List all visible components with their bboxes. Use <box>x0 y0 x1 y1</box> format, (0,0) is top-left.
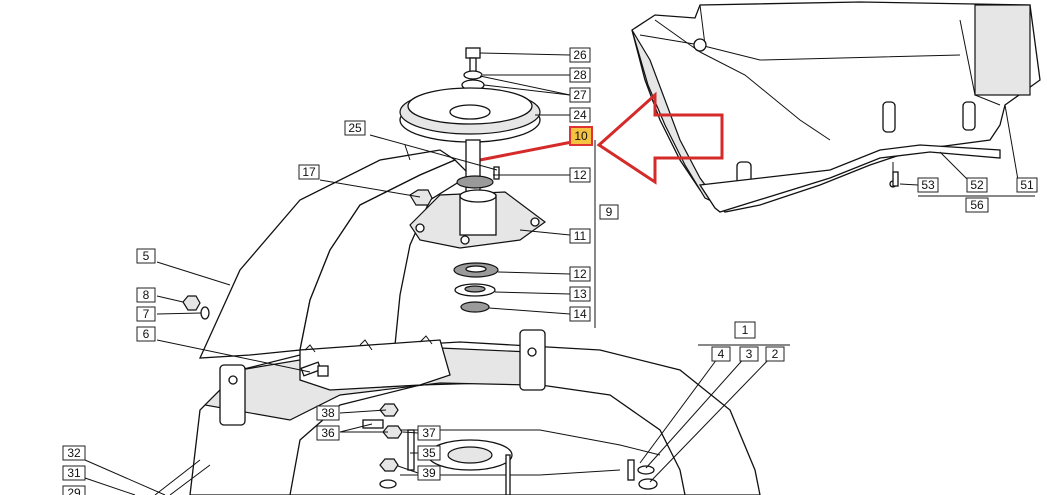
callout-label: 27 <box>573 88 587 102</box>
callout-label: 32 <box>67 446 81 460</box>
callout-5[interactable]: 5 <box>136 248 156 264</box>
callout-label: 24 <box>573 108 587 122</box>
callout-12-top[interactable]: 12 <box>569 167 591 183</box>
callout-label: 38 <box>321 406 335 420</box>
callout-label: 25 <box>348 121 362 135</box>
callout-label: 28 <box>573 68 587 82</box>
callout-3[interactable]: 3 <box>739 346 759 362</box>
callout-32[interactable]: 32 <box>62 445 86 461</box>
callout-label: 56 <box>970 198 984 212</box>
callout-8[interactable]: 8 <box>136 287 156 303</box>
callout-27[interactable]: 27 <box>569 87 591 103</box>
callout-29[interactable]: 29 <box>62 485 86 495</box>
callout-label: 6 <box>143 327 150 341</box>
callout-label: 9 <box>606 205 613 219</box>
callout-label: 17 <box>302 165 316 179</box>
callout-label: 51 <box>1020 178 1034 192</box>
spindle-assembly <box>399 47 547 313</box>
callout-label: 52 <box>970 178 984 192</box>
callout-label: 12 <box>573 267 587 281</box>
callout-label: 3 <box>746 347 753 361</box>
callout-36[interactable]: 36 <box>316 425 340 441</box>
callout-label: 29 <box>67 486 81 495</box>
callout-37[interactable]: 37 <box>417 425 441 441</box>
callout-6[interactable]: 6 <box>136 326 156 342</box>
callout-39[interactable]: 39 <box>417 465 441 481</box>
callout-label: 35 <box>422 446 436 460</box>
callout-7[interactable]: 7 <box>136 306 156 322</box>
callout-label: 8 <box>143 288 150 302</box>
callout-label: 2 <box>772 347 779 361</box>
callout-label: 39 <box>422 466 436 480</box>
callout-51[interactable]: 51 <box>1016 177 1038 193</box>
callout-label: 13 <box>573 287 587 301</box>
callout-4[interactable]: 4 <box>711 346 731 362</box>
callout-56[interactable]: 56 <box>965 197 989 213</box>
callout-25[interactable]: 25 <box>344 120 366 136</box>
callout-label: 36 <box>321 426 335 440</box>
callout-14[interactable]: 14 <box>569 306 591 322</box>
callout-24[interactable]: 24 <box>569 107 591 123</box>
arrow-to-label-line <box>479 140 573 162</box>
callout-label: 11 <box>574 229 587 243</box>
callout-31[interactable]: 31 <box>62 465 86 481</box>
callout-label: 53 <box>921 178 935 192</box>
callout-26[interactable]: 26 <box>569 47 591 63</box>
discharge-chute <box>631 1 1041 213</box>
highlight-arrow <box>596 91 724 185</box>
callout-12-bottom[interactable]: 12 <box>569 266 591 282</box>
callout-label: 26 <box>573 48 587 62</box>
leader-lines <box>84 52 1035 495</box>
callout-label: 12 <box>573 168 587 182</box>
callout-13[interactable]: 13 <box>569 286 591 302</box>
callout-label: 4 <box>718 347 725 361</box>
callout-2[interactable]: 2 <box>765 346 785 362</box>
callout-label: 1 <box>742 323 749 337</box>
callout-1[interactable]: 1 <box>734 321 756 339</box>
belt-cover <box>198 144 472 391</box>
callout-28[interactable]: 28 <box>569 67 591 83</box>
callout-label: 14 <box>573 307 587 321</box>
callout-52[interactable]: 52 <box>966 177 988 193</box>
loose-hardware <box>182 171 899 495</box>
callout-9[interactable]: 9 <box>599 204 619 220</box>
callout-label: 5 <box>143 249 150 263</box>
callout-label: 10 <box>574 129 588 143</box>
callout-53[interactable]: 53 <box>917 177 939 193</box>
callout-label: 37 <box>422 426 436 440</box>
callout-35[interactable]: 35 <box>417 445 441 461</box>
callout-38[interactable]: 38 <box>316 405 340 421</box>
callout-10-highlighted[interactable]: 10 <box>569 126 593 146</box>
callout-label: 31 <box>67 466 81 480</box>
callout-17[interactable]: 17 <box>298 164 320 180</box>
callout-label: 7 <box>143 307 150 321</box>
callout-11[interactable]: 11 <box>569 228 591 244</box>
